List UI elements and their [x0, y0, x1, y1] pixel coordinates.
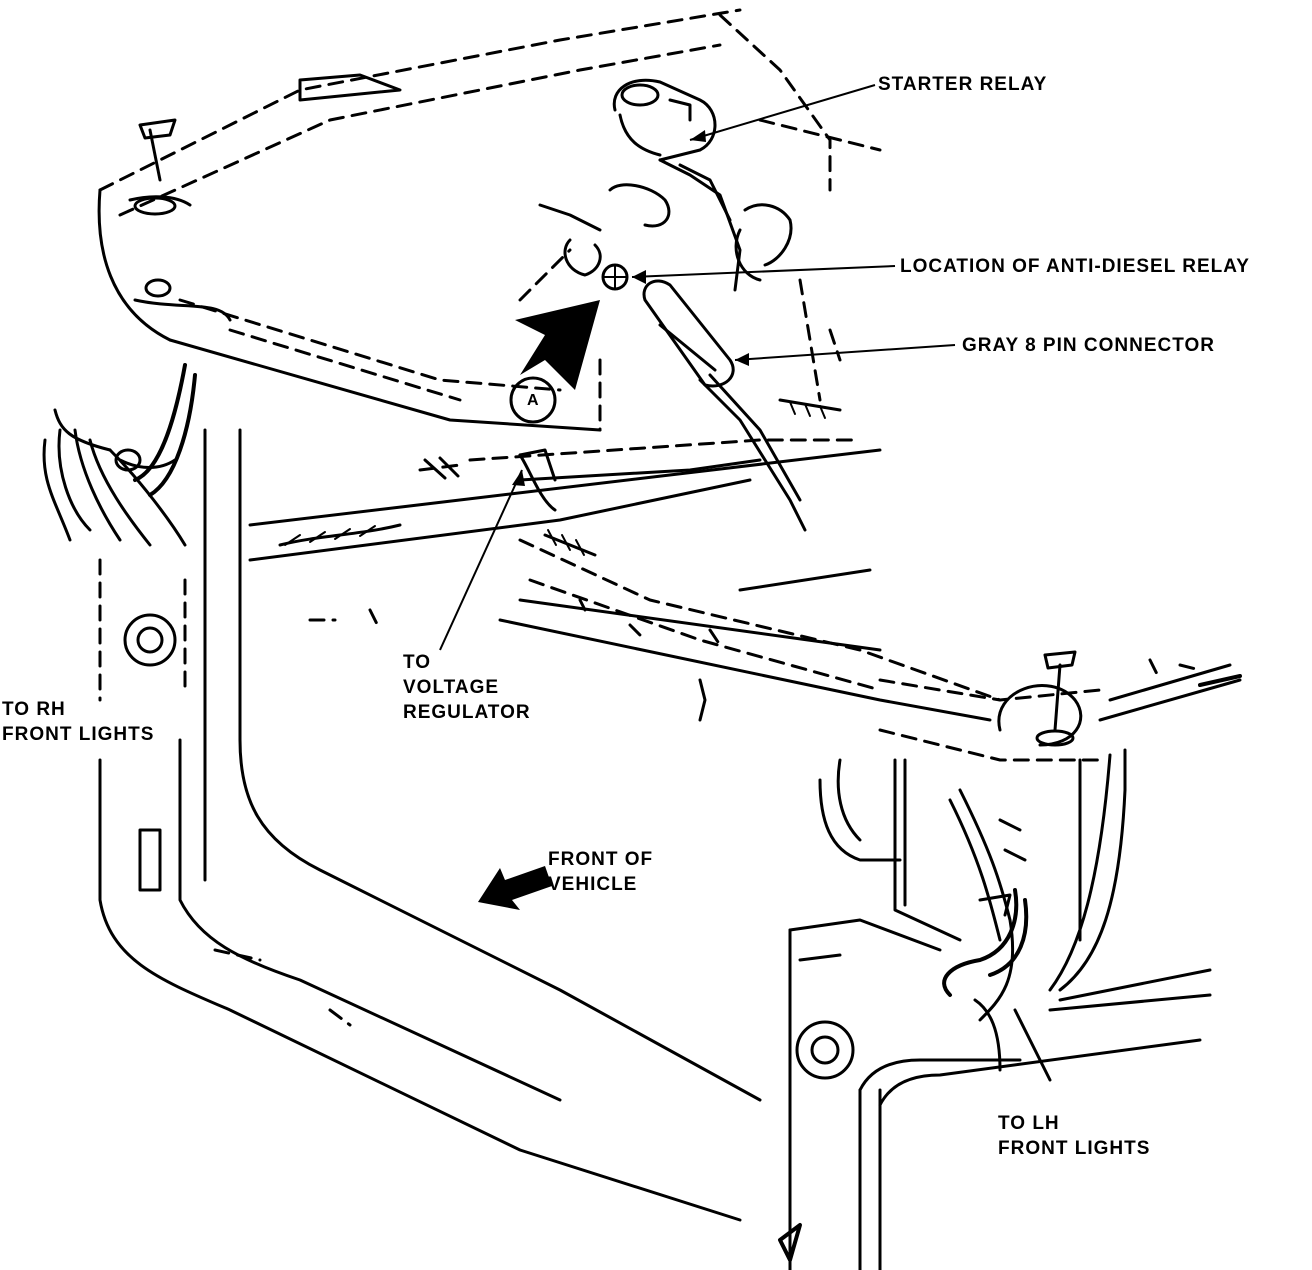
cross-member — [248, 438, 882, 562]
lower-support — [308, 529, 1002, 722]
rh-post — [98, 428, 762, 1222]
gray-connector-label: GRAY 8 PIN CONNECTOR — [962, 335, 1215, 356]
callout-arrow — [509, 300, 600, 424]
voltage-regulator-label: TO VOLTAGE REGULATOR — [403, 652, 531, 723]
rh-front-lights-label: TO RH FRONT LIGHTS — [2, 699, 155, 745]
front-of-vehicle-label: FRONT OF VEHICLE — [548, 849, 654, 895]
rh-harness — [42, 363, 197, 547]
leader-lines — [439, 84, 956, 651]
gray-connector — [642, 279, 842, 532]
anti-diesel-relay-label: LOCATION OF ANTI-DIESEL RELAY — [900, 256, 1250, 277]
lh-post — [778, 748, 1212, 1270]
lh-top-mount — [878, 650, 1242, 762]
front-arrow — [478, 866, 552, 910]
anti-diesel-marker — [601, 263, 629, 291]
lh-harness — [942, 788, 1052, 1082]
starter-relay — [518, 78, 842, 432]
starter-relay-label: STARTER RELAY — [878, 74, 1048, 95]
callout-letter: A — [527, 392, 539, 409]
lh-front-lights-label: TO LH FRONT LIGHTS — [998, 1113, 1151, 1159]
upper-support — [97, 8, 882, 432]
